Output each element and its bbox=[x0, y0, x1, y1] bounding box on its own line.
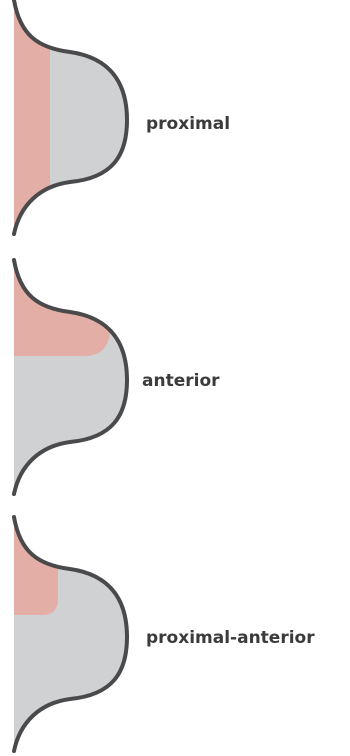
panel-proximal-anterior bbox=[0, 517, 127, 751]
label-anterior: anterior bbox=[142, 371, 220, 391]
panel-anterior bbox=[0, 260, 127, 494]
label-proximal: proximal bbox=[146, 114, 230, 134]
highlight-region-proximal bbox=[0, 0, 50, 234]
panel-proximal bbox=[0, 0, 127, 234]
label-proximal-anterior: proximal-anterior bbox=[146, 628, 315, 648]
